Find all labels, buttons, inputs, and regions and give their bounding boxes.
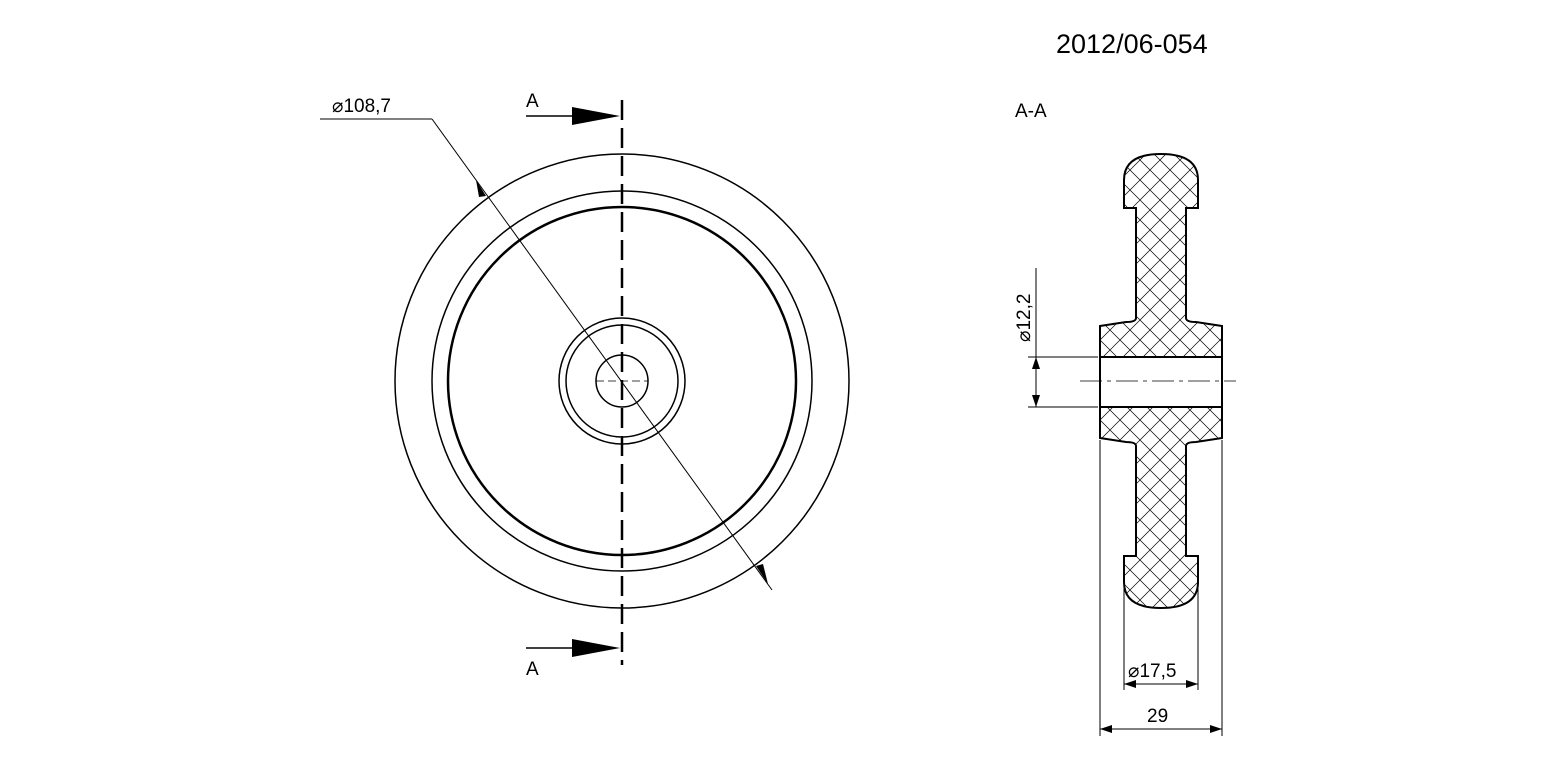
hub-width-label: 29 [1147, 706, 1168, 727]
section-arrow-top [572, 107, 620, 125]
section-label-top: A [526, 91, 539, 112]
section-view: A-A ⌀12,2 ⌀17,5 29 [1014, 101, 1236, 736]
outer-diameter-leader [431, 118, 773, 591]
section-arrow-bottom [572, 639, 620, 657]
outer-diameter-label: ⌀108,7 [332, 96, 391, 117]
section-body-upper [1099, 152, 1223, 358]
section-body-lower [1099, 406, 1223, 610]
drawing-number: 2012/06-054 [1056, 29, 1208, 59]
rim-width-label: ⌀17,5 [1128, 661, 1176, 682]
section-title: A-A [1015, 101, 1047, 122]
front-view: A A ⌀108,7 [320, 91, 850, 680]
section-label-bottom: A [526, 659, 539, 680]
bore-diameter-label: ⌀12,2 [1014, 294, 1035, 342]
